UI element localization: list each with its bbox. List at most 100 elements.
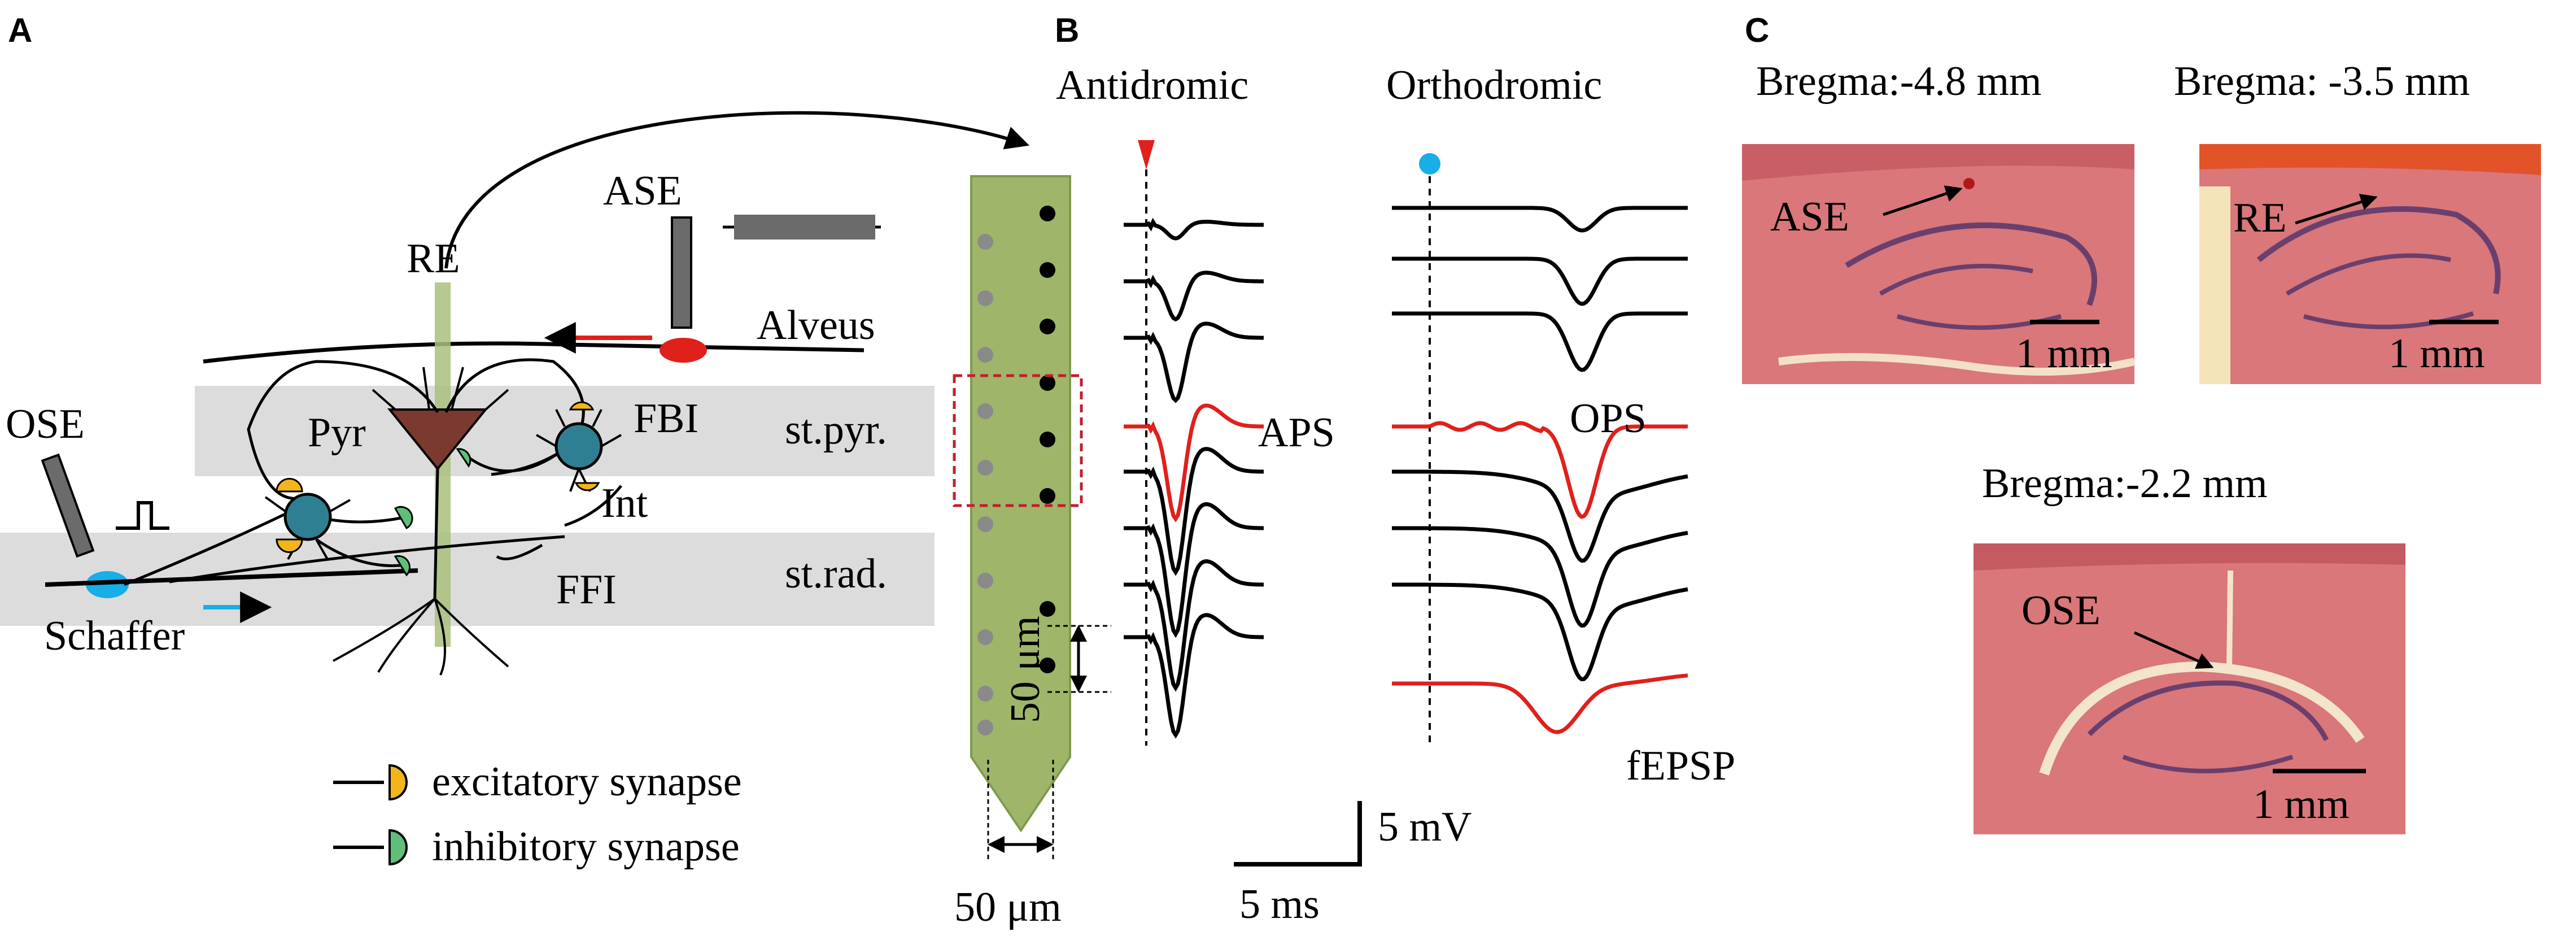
probe-site-black xyxy=(1040,262,1055,278)
ose-pulse-icon xyxy=(116,501,169,530)
pyr-inhibitory-synapse-icon xyxy=(456,448,471,468)
probe-site-black xyxy=(1040,206,1055,221)
probe-site-grey xyxy=(977,290,993,306)
scale-t-label: 5 ms xyxy=(1239,881,1320,928)
antidromic-trace xyxy=(1124,502,1264,638)
ase-pointer-arrow xyxy=(1883,185,1963,216)
fepsp-label: fEPSP xyxy=(1626,743,1735,789)
probe-site-grey xyxy=(977,516,993,532)
image-3-label: OSE xyxy=(2021,587,2101,634)
panel-c: C Bregma:-4.8 mm Bregma: -3.5 mm Bregma:… xyxy=(1742,11,2541,834)
orthodromic-trace xyxy=(1392,673,1688,734)
ose-label: OSE xyxy=(6,401,85,447)
schaffer-label: Schaffer xyxy=(44,613,185,659)
panel-a: A RE ASE Alveus OSE Schaffer xyxy=(0,11,1029,870)
probe-site-grey xyxy=(977,234,993,250)
histology-3-background xyxy=(1974,543,2405,834)
orthodromic-trace xyxy=(1392,582,1688,682)
alveus-label: Alveus xyxy=(757,302,875,349)
ops-label: OPS xyxy=(1570,395,1647,442)
antidromic-trace xyxy=(1124,403,1264,523)
orthodromic-trace xyxy=(1392,256,1688,306)
probe-site-black xyxy=(1040,375,1055,391)
legend-excitatory-label: excitatory synapse xyxy=(432,759,742,805)
int-label: Int xyxy=(601,480,648,526)
histology-image-2: RE 1 mm xyxy=(2199,144,2541,384)
panel-a-letter: A xyxy=(8,11,32,49)
probe-site-grey xyxy=(977,347,993,363)
bregma-3-label: Bregma:-2.2 mm xyxy=(1982,460,2268,507)
probe-site-black xyxy=(1040,432,1055,447)
pyramidal-axon xyxy=(433,468,439,599)
legend-inhibitory-label: inhibitory synapse xyxy=(432,824,740,870)
legend-excitatory-icon xyxy=(388,764,408,801)
pyramidal-apical-dendrites xyxy=(372,367,509,411)
orthodromic-title: Orthodromic xyxy=(1386,62,1602,108)
histology-2-layer xyxy=(2256,206,2501,295)
orthodromic-trace xyxy=(1392,311,1688,372)
fbi-interneuron-icon xyxy=(555,422,603,471)
ffi-axon-2 xyxy=(315,538,407,568)
bregma-2-label: Bregma: -3.5 mm xyxy=(2174,58,2470,105)
antidromic-trace xyxy=(1124,447,1264,576)
fbi-axon xyxy=(468,453,557,473)
panel-b-letter: B xyxy=(1055,11,1079,49)
ose-electrode xyxy=(41,453,95,558)
pyramidal-collateral-left xyxy=(247,360,439,500)
schaffer-branch-2 xyxy=(169,535,565,584)
orthodromic-trace xyxy=(1392,526,1688,628)
antidromic-trace xyxy=(1124,271,1264,322)
pyr-label: Pyr xyxy=(308,410,366,456)
histology-1-layer xyxy=(1845,222,2097,306)
ase-label: ASE xyxy=(603,168,682,214)
probe-site-grey xyxy=(977,573,993,589)
probe-site-grey xyxy=(977,629,993,645)
pyramidal-basal-dendrites xyxy=(333,598,509,676)
histology-1-background xyxy=(1742,144,2134,384)
histology-2-layer-3 xyxy=(2303,311,2474,329)
histology-2-background xyxy=(2199,144,2541,384)
histology-2-edge xyxy=(2199,144,2541,175)
histology-3-edge xyxy=(1974,543,2405,571)
probe-site-black xyxy=(1040,488,1055,504)
ffi-label: FFI xyxy=(556,567,617,613)
antidromic-trace xyxy=(1124,559,1264,692)
scale-bar xyxy=(1234,801,1362,867)
probe-site-black xyxy=(1040,658,1055,673)
probe-site-grey xyxy=(977,720,993,735)
histology-1-layer-2 xyxy=(1879,264,2033,296)
antidromic-trace xyxy=(1124,613,1264,739)
orthodromic-trace xyxy=(1392,469,1688,563)
schaffer-axon xyxy=(45,568,418,587)
ffi-ascending-axon xyxy=(496,485,622,560)
antidromic-trace xyxy=(1124,321,1264,403)
pyramidal-cell-icon xyxy=(387,408,488,471)
ffi-inhibitory-synapse-2-icon xyxy=(394,555,411,577)
ase-stim-box xyxy=(734,215,875,240)
ase-tip xyxy=(660,338,707,363)
synapse-legend: excitatory synapse inhibitory synapse xyxy=(333,759,742,870)
spacing-label: 50 μm xyxy=(1002,616,1049,723)
aps-label: APS xyxy=(1258,410,1335,456)
probe-site-black xyxy=(1040,601,1055,617)
histology-3-midline xyxy=(2226,570,2233,667)
ase-electrode xyxy=(671,216,692,329)
panel-c-letter: C xyxy=(1745,11,1769,49)
st-rad-label: st.rad. xyxy=(785,551,887,597)
orthodromic-stimulus-icon xyxy=(1419,153,1440,175)
re-label: RE xyxy=(407,236,460,282)
ffi-axon-1 xyxy=(330,515,407,524)
antidromic-stimulus-icon xyxy=(1138,140,1155,169)
highlight-box xyxy=(953,374,1083,507)
antidromic-title: Antidromic xyxy=(1056,62,1248,108)
histology-3-layer-2 xyxy=(2122,755,2294,773)
ose-tip xyxy=(86,571,129,598)
width-label: 50 μm xyxy=(954,884,1062,930)
histology-1-ventricle xyxy=(1778,353,2136,376)
ffi-interneuron-icon xyxy=(283,493,332,541)
histology-2-white-edge xyxy=(2199,186,2230,384)
image-2-label: RE xyxy=(2233,195,2287,241)
alveus-axon xyxy=(203,341,865,364)
ffi-excitatory-synapse-2-icon xyxy=(276,538,303,553)
